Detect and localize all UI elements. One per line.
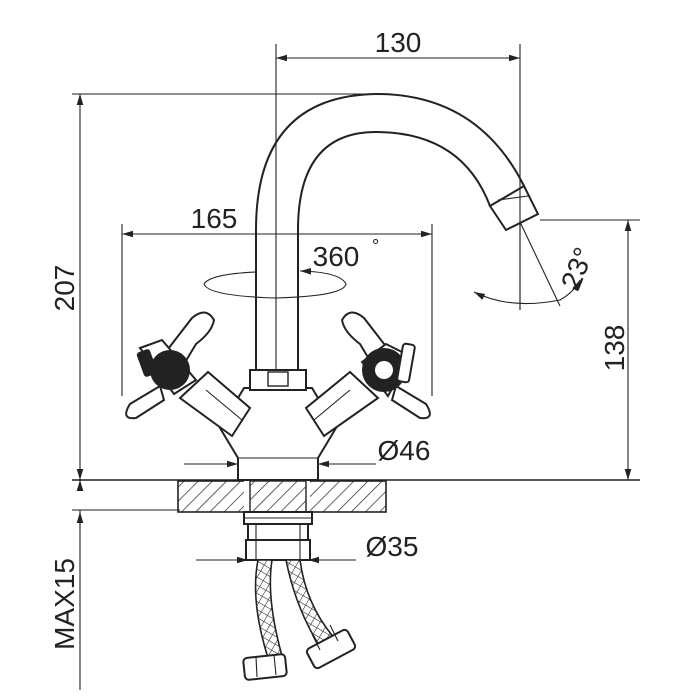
swivel-spout [255,92,540,371]
countertop [72,479,640,513]
label-d46: Ø46 [378,435,431,466]
rotation-indicator: 360 ° [203,236,379,299]
left-cross-handle [125,311,216,420]
label-207: 207 [49,265,80,312]
label-165: 165 [191,203,238,234]
dimension-thread-diameter: Ø35 [196,531,419,564]
dimension-total-height: 207 [49,93,376,480]
label-130: 130 [375,27,422,58]
right-cross-handle [340,311,431,420]
label-d35: Ø35 [366,531,419,562]
dimension-outlet-height: 138 [540,219,640,480]
dimension-body-diameter: Ø46 [184,435,431,468]
mounting-nut [243,511,313,561]
dimension-max-thickness: MAX15 [49,480,84,690]
valve-bonnets [178,370,380,438]
dimension-handle-span: 165 [121,203,433,396]
label-360: 360 [313,241,360,272]
dimension-spout-reach: 130 [275,27,521,370]
label-138: 138 [599,325,630,372]
spout-angle: 23° [473,221,600,310]
flexible-hoses [242,559,357,681]
label-23: 23° [555,243,600,294]
label-max15: MAX15 [49,558,80,650]
label-360-degree: ° [372,236,379,256]
